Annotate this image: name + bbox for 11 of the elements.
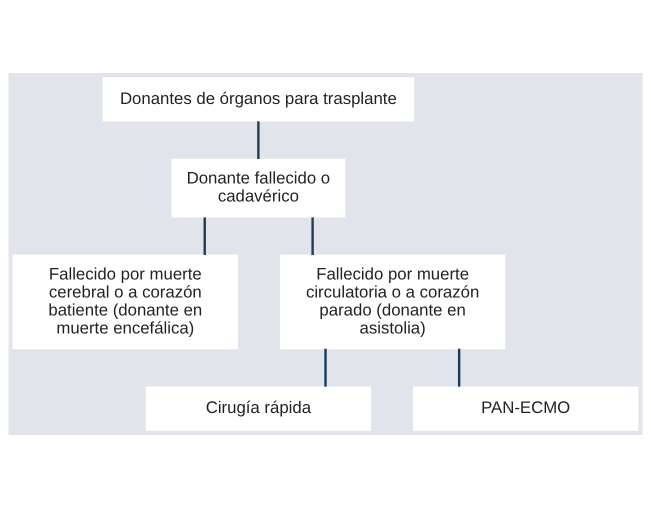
connector xyxy=(458,348,460,387)
node-box: Donante fallecido o cadavérico xyxy=(171,158,346,218)
node-box: Cirugía rápida xyxy=(146,386,372,431)
node-box: Fallecido por muerte cerebral o a corazón batiente (donante en muerte encefálica) xyxy=(12,254,238,350)
connector xyxy=(311,217,314,256)
node-box: Fallecido por muerte circulatoria o a corazón parado (donante en asistolia) xyxy=(280,254,506,350)
connector xyxy=(204,217,206,256)
node-box: PAN-ECMO xyxy=(413,386,638,431)
connector xyxy=(324,348,327,387)
connector xyxy=(257,121,260,160)
node-box: Donantes de órganos para trasplante xyxy=(102,77,414,122)
